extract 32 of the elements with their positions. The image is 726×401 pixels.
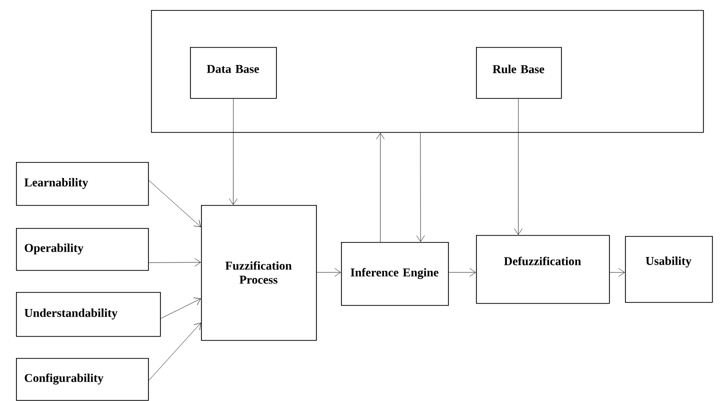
arrow xyxy=(160,298,201,319)
arrow xyxy=(416,132,425,242)
process-box xyxy=(16,292,161,337)
process-box xyxy=(476,235,610,304)
arrow xyxy=(376,132,385,242)
box-label: Usability xyxy=(646,256,692,268)
process-box xyxy=(476,47,562,99)
arrow xyxy=(610,268,625,277)
arrow xyxy=(229,98,238,205)
arrow xyxy=(316,268,341,277)
box-label: Configurability xyxy=(24,373,104,385)
box-label: Defuzzification xyxy=(504,256,581,266)
process-box xyxy=(201,205,317,341)
box-label: Learnability xyxy=(24,178,88,189)
arrow xyxy=(448,268,476,277)
box-label: Fuzzification Process xyxy=(225,261,292,284)
arrow xyxy=(148,180,201,228)
box-label: Understandability xyxy=(24,308,118,320)
box-label: Inference Engine xyxy=(350,268,438,280)
system-box xyxy=(151,10,704,133)
box-label: Data Base xyxy=(206,65,260,73)
box-label: Rule Base xyxy=(492,64,544,74)
arrow xyxy=(514,98,522,235)
process-box xyxy=(341,242,449,306)
process-box xyxy=(625,236,713,303)
arrow xyxy=(148,322,201,381)
process-box xyxy=(16,228,149,271)
process-box xyxy=(16,358,149,401)
arrow xyxy=(148,258,201,267)
box-label: Operability xyxy=(24,244,84,254)
process-box xyxy=(16,162,149,206)
process-box xyxy=(190,47,277,99)
